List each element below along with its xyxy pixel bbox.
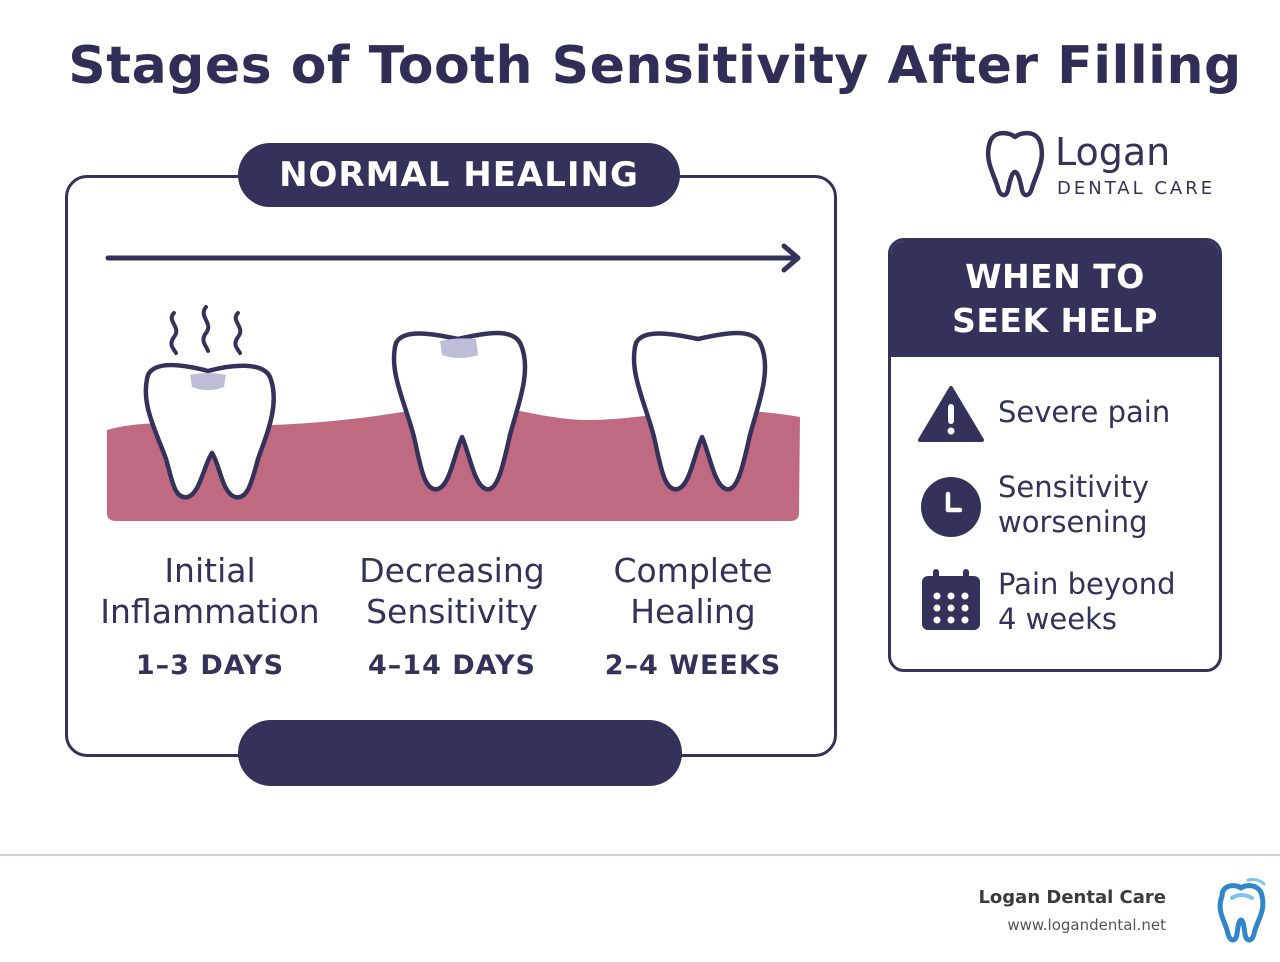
healing-illustration [105, 243, 801, 521]
normal-healing-label: NORMAL HEALING [238, 143, 680, 207]
warning-icon [918, 386, 984, 442]
brand-subtitle: DENTAL CARE [1057, 178, 1216, 199]
calendar-icon [922, 569, 980, 630]
footer-website-link[interactable]: www.logandental.net [1007, 916, 1166, 934]
stage-2-duration: 4–14 DAYS [368, 650, 536, 681]
footer-company-name: Logan Dental Care [978, 887, 1166, 908]
seek-help-title: WHEN TO SEEK HELP [891, 241, 1219, 357]
footer-tooth-logo-icon [1217, 878, 1266, 943]
timeline-arrow-icon [105, 243, 801, 273]
healthy-tooth-icon [631, 330, 768, 492]
filled-tooth-icon [391, 330, 528, 492]
brand-name: Logan [1055, 130, 1171, 174]
inflamed-tooth-icon [143, 305, 276, 500]
page-title: Stages of Tooth Sensitivity After Fillin… [68, 36, 1242, 96]
stage-3-name: Complete Healing [613, 551, 773, 631]
stage-3-duration: 2–4 WEEKS [604, 650, 782, 681]
help-item-pain-beyond-4-weeks: Pain beyond 4 weeks [998, 567, 1176, 636]
help-item-sensitivity-worsening: Sensitivity worsening [998, 470, 1149, 539]
footer-divider [0, 854, 1280, 856]
panel-footer-bar [238, 720, 682, 786]
help-item-severe-pain: Severe pain [998, 395, 1171, 429]
stage-1-name: Initial Inflammation [100, 551, 320, 631]
clock-icon [921, 477, 981, 537]
tooth-logo-icon [985, 130, 1045, 198]
stage-2-name: Decreasing Sensitivity [359, 551, 545, 631]
seek-help-panel: WHEN TO SEEK HELP [888, 238, 1222, 672]
stage-1-duration: 1–3 DAYS [135, 650, 285, 681]
